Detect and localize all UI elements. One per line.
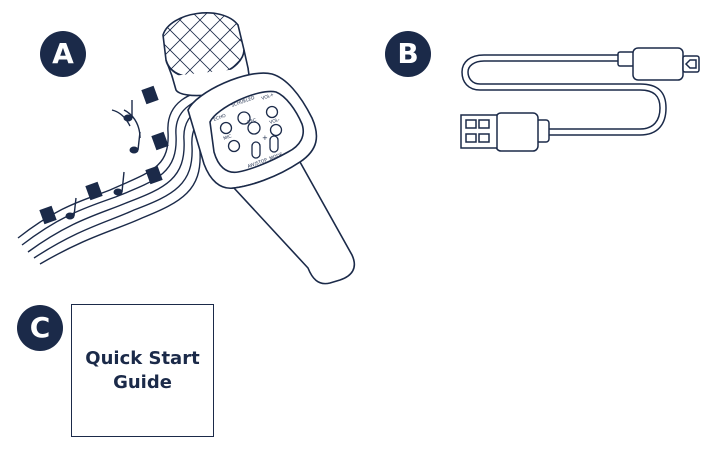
item-c-letter: C	[29, 311, 51, 344]
item-a-badge: A	[40, 31, 86, 77]
button-label-vol-down: VOL-	[269, 116, 281, 125]
booklet-title-line2: Guide	[113, 371, 172, 393]
button-label-plus: +	[262, 134, 268, 142]
button-label-mode: MODE	[269, 151, 284, 161]
usb-cable-illustration	[460, 47, 700, 152]
button-label-echo: ЕСНО	[213, 113, 228, 123]
cable-inner	[467, 60, 667, 136]
micro-usb-connector	[617, 47, 700, 81]
quick-start-guide-booklet: Quick Start Guide	[71, 304, 214, 437]
button-label-rec: REC	[247, 117, 258, 126]
button-label-vol-up: VOL+	[261, 92, 275, 102]
item-b-badge: B	[385, 31, 431, 77]
booklet-title-line1: Quick Start	[85, 348, 200, 370]
item-c-badge: C	[17, 305, 63, 351]
music-notes	[39, 85, 169, 225]
microphone-body	[187, 72, 356, 285]
button-label-mic: MIC	[223, 133, 233, 141]
usb-a-connector	[460, 112, 550, 152]
item-b-letter: B	[397, 37, 419, 70]
cable-outer	[461, 54, 661, 130]
microphone-buttons	[219, 105, 283, 159]
item-a-letter: A	[52, 37, 74, 70]
